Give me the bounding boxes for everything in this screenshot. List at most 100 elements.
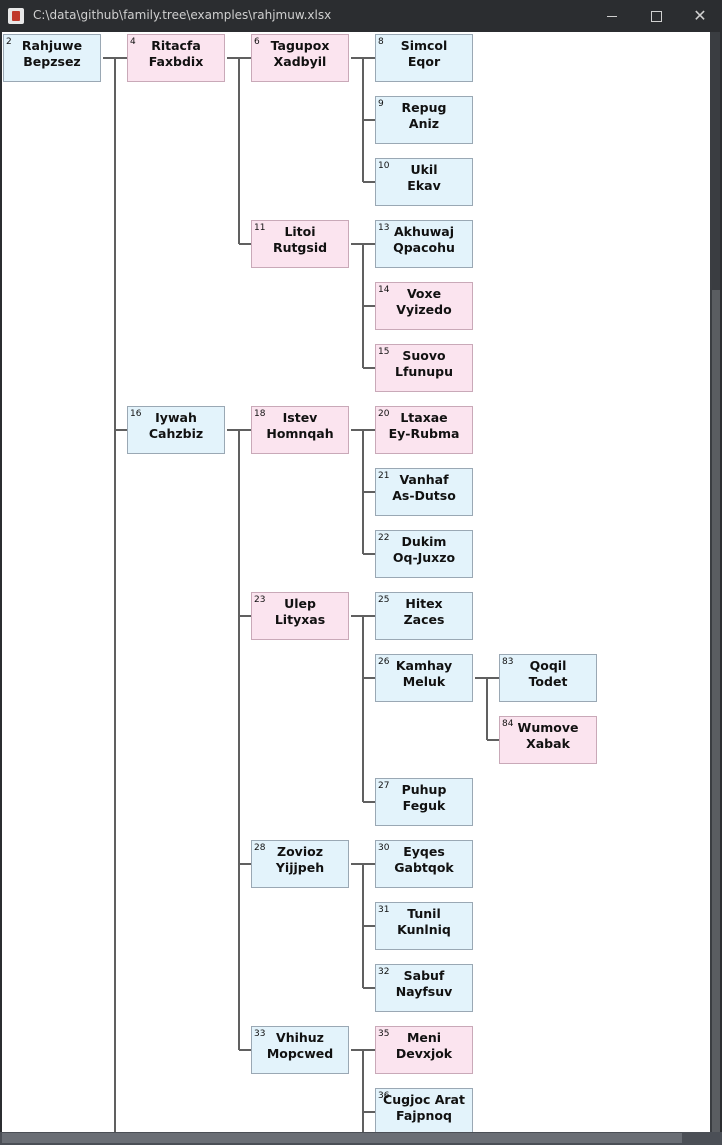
person-first-name: Rahjuwe	[21, 38, 83, 53]
close-button[interactable]: ✕	[678, 0, 722, 32]
person-id: 11	[254, 223, 266, 233]
person-last-name: Faxbdix	[148, 54, 204, 69]
person-last-name: Feguk	[402, 798, 446, 813]
person-first-name: Ritacfa	[151, 38, 201, 53]
person-last-name: Oq-Juxzo	[392, 550, 456, 565]
person-last-name: Rutgsid	[272, 240, 328, 255]
person-id: 2	[6, 37, 12, 47]
person-last-name: Qpacohu	[393, 240, 455, 255]
person-last-name: Lityxas	[274, 612, 326, 627]
minimize-icon	[607, 16, 617, 17]
person-first-name: Eyqes	[403, 844, 445, 859]
person-id: 36	[378, 1091, 390, 1101]
person-first-name: Ukil	[410, 162, 438, 177]
person-first-name: Zovioz	[277, 844, 323, 859]
title-bar: C:\data\github\family.tree\examples\rahj…	[0, 0, 722, 32]
person-last-name: Meluk	[402, 674, 446, 689]
person-first-name: Akhuwaj	[393, 224, 455, 239]
person-first-name: Ltaxae	[400, 410, 448, 425]
maximize-button[interactable]	[634, 0, 678, 32]
person-last-name: As-Dutso	[392, 488, 456, 503]
person-first-name: Hitex	[405, 596, 443, 611]
person-id: 20	[378, 409, 390, 419]
person-first-name: Cugjoc Arat	[383, 1092, 465, 1107]
person-id: 32	[378, 967, 390, 977]
person-first-name: Simcol	[400, 38, 448, 53]
person-first-name: Iywah	[155, 410, 197, 425]
person-id: 18	[254, 409, 266, 419]
person-last-name: Vyizedo	[396, 302, 452, 317]
person-id: 33	[254, 1029, 266, 1039]
person-first-name: Puhup	[401, 782, 447, 797]
person-last-name: Kunlniq	[397, 922, 451, 937]
person-id: 23	[254, 595, 266, 605]
person-first-name: Istev	[282, 410, 318, 425]
person-id: 30	[378, 843, 390, 853]
person-last-name: Gabtqok	[394, 860, 454, 875]
person-id: 21	[378, 471, 390, 481]
person-first-name: Tagupox	[270, 38, 330, 53]
person-id: 14	[378, 285, 390, 295]
tree-connector-lines	[103, 57, 499, 1132]
person-last-name: Todet	[528, 674, 568, 689]
person-last-name: Xabak	[526, 736, 570, 751]
person-first-name: Vanhaf	[399, 472, 449, 487]
person-id: 13	[378, 223, 390, 233]
person-last-name: Cahzbiz	[148, 426, 204, 441]
person-last-name: Xadbyil	[273, 54, 327, 69]
close-icon: ✕	[693, 6, 707, 25]
person-last-name: Ekav	[407, 178, 441, 193]
person-last-name: Lfunupu	[395, 364, 453, 379]
person-first-name: Repug	[401, 100, 447, 115]
minimize-button[interactable]	[590, 0, 634, 32]
person-first-name: Wumove	[517, 720, 579, 735]
horizontal-scrollbar-thumb[interactable]	[2, 1133, 682, 1143]
person-last-name: Devxjok	[395, 1046, 453, 1061]
person-id: 15	[378, 347, 390, 357]
person-first-name: Litoi	[284, 224, 316, 239]
person-first-name: Ulep	[284, 596, 316, 611]
person-last-name: Aniz	[408, 116, 440, 131]
person-last-name: Mopcwed	[266, 1046, 334, 1061]
person-first-name: Vhihuz	[276, 1030, 324, 1045]
person-last-name: Ey-Rubma	[388, 426, 460, 441]
person-first-name: Meni	[406, 1030, 442, 1045]
maximize-icon	[650, 11, 662, 22]
person-id: 83	[502, 657, 514, 667]
vertical-scrollbar-thumb[interactable]	[712, 290, 720, 1140]
person-id: 9	[378, 99, 384, 109]
person-id: 22	[378, 533, 390, 543]
person-id: 25	[378, 595, 390, 605]
person-id: 31	[378, 905, 390, 915]
person-last-name: Eqor	[407, 54, 441, 69]
